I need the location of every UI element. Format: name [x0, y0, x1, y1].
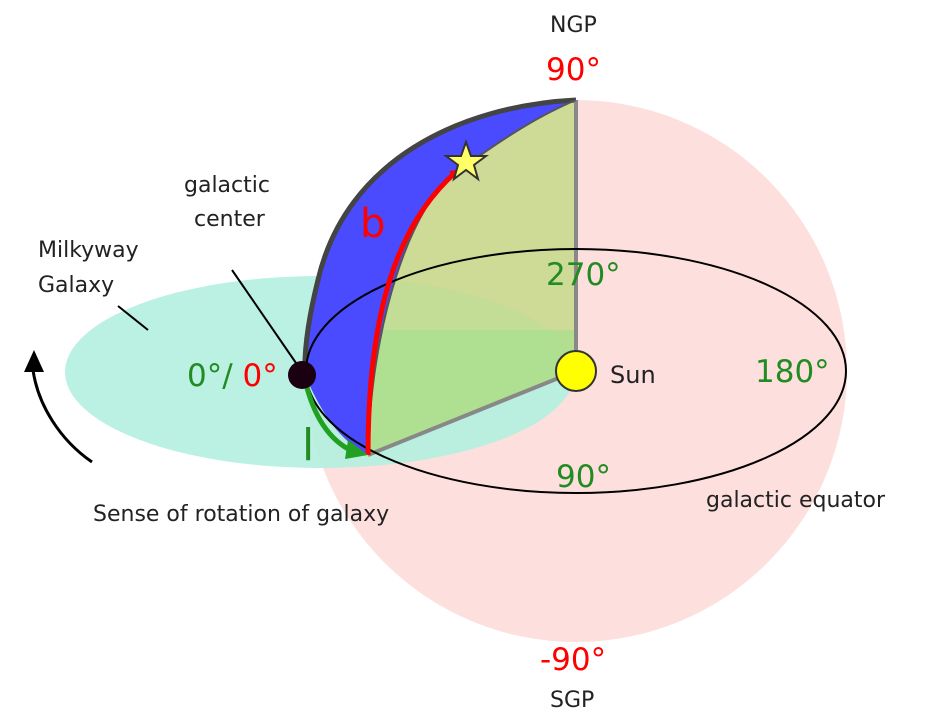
- galactic-center-label-line1: galactic: [184, 173, 270, 198]
- longitude-270-label: 270°: [546, 257, 621, 293]
- north-pole-latitude-label: 90°: [546, 52, 601, 88]
- rotation-arrow: [31, 369, 93, 464]
- latitude-wedge-lower: [368, 330, 576, 455]
- south-pole-latitude-label: -90°: [540, 642, 606, 678]
- longitude-0-label: 0°/: [187, 358, 233, 394]
- l-longitude-arrow: [302, 379, 354, 454]
- l-longitude-arrowhead: [345, 440, 368, 459]
- galactic-center-dot: [288, 361, 316, 389]
- rotation-arrowhead: [24, 350, 44, 372]
- sun-icon: [555, 350, 597, 392]
- star-icon: [443, 139, 489, 182]
- latitude-0-label: 0°: [233, 358, 278, 394]
- galactic-equator-label: galactic equator: [706, 488, 886, 513]
- milkyway-label-line2: Galaxy: [38, 273, 114, 298]
- l-arc-label: l: [302, 420, 314, 471]
- sgp-label: SGP: [550, 688, 594, 713]
- meridian-outline: [302, 97, 577, 376]
- milkyway-pointer: [117, 305, 149, 331]
- sense-of-rotation-label: Sense of rotation of galaxy: [93, 502, 389, 527]
- ngp-label: NGP: [550, 13, 597, 38]
- galactic-center-label-line2: center: [194, 207, 266, 232]
- b-arc-label: b: [360, 201, 385, 247]
- galactic-center-pointer: [231, 269, 297, 364]
- zero-degree-labels: 0°/ 0°: [187, 358, 278, 394]
- longitude-90-label: 90°: [556, 459, 611, 495]
- b-latitude-arrow: [365, 168, 460, 456]
- sun-label: Sun: [610, 361, 656, 389]
- sun-to-projection-line: [367, 369, 577, 457]
- longitude-180-label: 180°: [755, 354, 830, 390]
- milkyway-label-line1: Milkyway: [38, 238, 139, 263]
